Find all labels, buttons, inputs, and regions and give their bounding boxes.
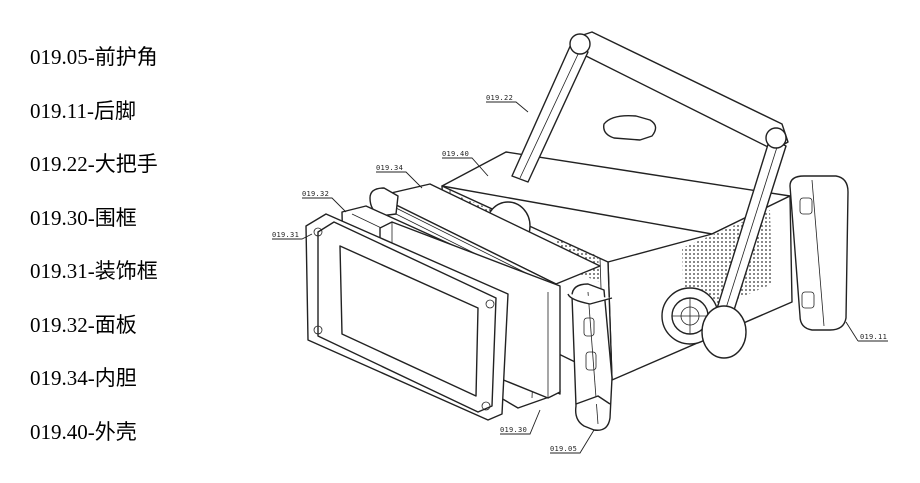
- callout-019-22: 019.22: [486, 94, 513, 102]
- legend-item-019-31: 019.31-装饰框: [30, 259, 158, 283]
- legend-item-019-34: 019.34-内胆: [30, 366, 137, 390]
- leader-lines: [272, 101, 888, 454]
- callout-019-05: 019.05: [550, 445, 577, 453]
- legend-item-019-05: 019.05-前护角: [30, 45, 158, 69]
- callout-019-11: 019.11: [860, 333, 887, 341]
- decorative-bezel-019-31: [305, 213, 509, 421]
- callout-019-40: 019.40: [442, 150, 469, 158]
- front-corner-guard-019-05: [567, 283, 613, 431]
- legend-item-019-40: 019.40-外壳: [30, 419, 137, 444]
- legend-item-019-11: 019.11-后脚: [30, 98, 136, 123]
- callout-019-30: 019.30: [500, 426, 527, 434]
- rear-foot-019-11: [789, 175, 849, 331]
- callout-labels: 019.22 019.34 019.40 019.32 019.31 019.3…: [272, 94, 887, 453]
- legend-item-019-30: 019.30-围框: [30, 205, 137, 230]
- callout-019-31: 019.31: [272, 231, 299, 239]
- big-handle-019-22: [511, 31, 789, 359]
- callout-019-32: 019.32: [302, 190, 329, 198]
- callout-019-34: 019.34: [376, 164, 403, 172]
- part-legend: 019.05-前护角 019.11-后脚 019.22-大把手 019.30-围…: [30, 42, 158, 470]
- legend-item-019-22: 019.22-大把手: [30, 152, 158, 176]
- legend-item-019-32: 019.32-面板: [30, 312, 137, 337]
